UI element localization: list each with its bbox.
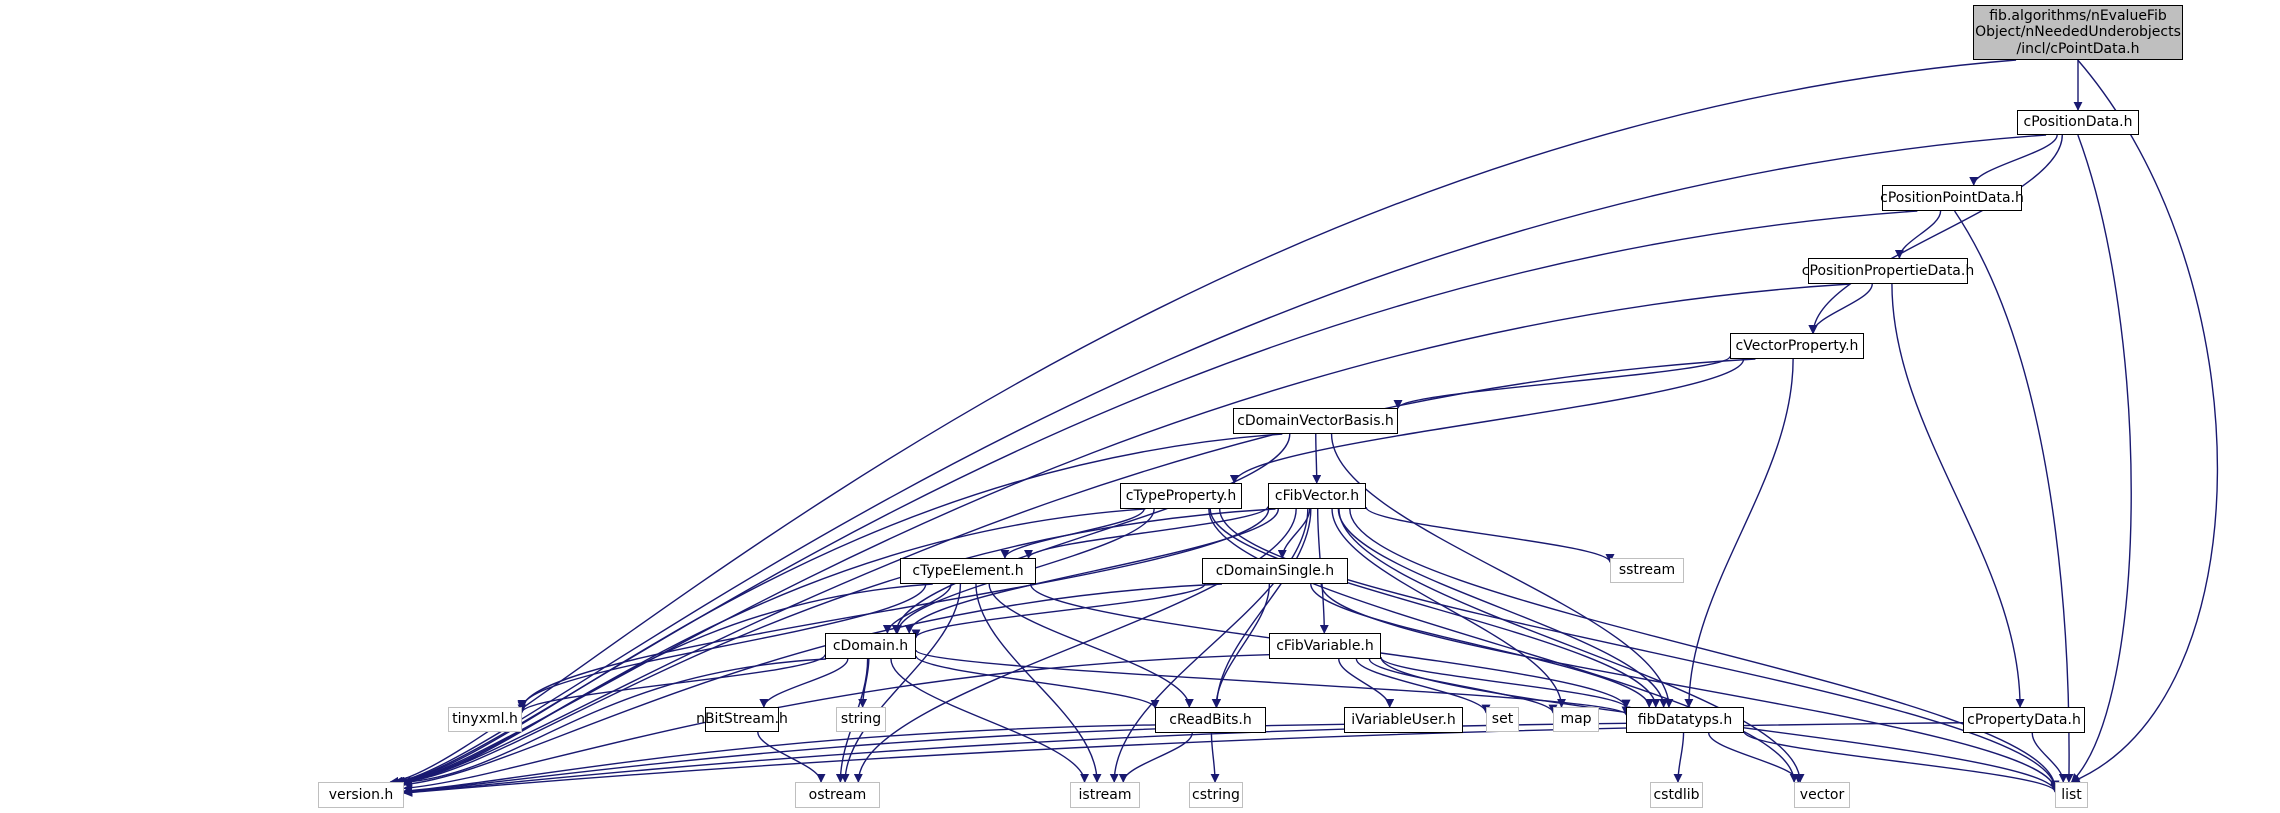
graph-node-creadbits[interactable]: cReadBits.h xyxy=(1155,707,1266,733)
edge-cfibvector-to-map xyxy=(1331,508,1566,708)
graph-node-string: string xyxy=(836,707,886,732)
edge-cfibvariable-to-set xyxy=(1355,658,1491,714)
edge-cfibvector-to-sstream xyxy=(1365,506,1615,564)
graph-node-tinyxml: tinyxml.h xyxy=(448,707,522,732)
edge-cvectorproperty-to-cdomainvectorbasis xyxy=(1393,355,1731,410)
edge-cfibvector-to-list xyxy=(1349,508,2060,790)
graph-node-cvectorproperty[interactable]: cVectorProperty.h xyxy=(1730,333,1864,359)
graph-node-cstdlib: cstdlib xyxy=(1650,782,1703,808)
edge-cpositionpropertiedata-to-cvectorproperty xyxy=(1808,283,1873,334)
graph-node-fibdatatyps[interactable]: fibDatatyps.h xyxy=(1626,707,1744,733)
node-label-line: fib.algorithms/nEvalueFib xyxy=(1989,8,2167,25)
graph-node-cstring: cstring xyxy=(1189,782,1243,808)
graph-node-vector: vector xyxy=(1794,782,1850,808)
edge-cpositionpointdata-to-cpositionpropertiedata xyxy=(1894,210,1942,259)
edge-cpositionpropertiedata-to-version xyxy=(397,283,1851,786)
edge-root-to-version xyxy=(389,59,2017,786)
edge-cpositiondata-to-cpositionpointdata xyxy=(1969,134,2058,186)
graph-node-cfibvector[interactable]: cFibVector.h xyxy=(1268,483,1366,509)
edge-cdomainsingle-to-creadbits xyxy=(1211,583,1271,708)
edge-cfibvector-to-fibdatatyps xyxy=(1337,508,1669,708)
edge-cdomainsingle-to-fibdatatyps xyxy=(1310,583,1654,708)
edge-cpositiondata-to-list xyxy=(2071,134,2132,783)
graph-node-ctypeelement[interactable]: cTypeElement.h xyxy=(900,558,1036,584)
edge-ctypeproperty-to-vector xyxy=(1208,508,1799,783)
edge-cfibvector-to-tinyxml xyxy=(517,508,1270,711)
edge-fibdatatyps-to-cstdlib xyxy=(1673,732,1685,783)
graph-node-cdomainvectorbasis[interactable]: cDomainVectorBasis.h xyxy=(1233,408,1398,434)
edge-creadbits-to-cstring xyxy=(1210,732,1220,783)
graph-node-ostream: ostream xyxy=(795,782,880,808)
edge-cdomainsingle-to-version xyxy=(403,583,1222,789)
graph-node-set: set xyxy=(1486,707,1519,732)
edge-cfibvariable-to-map xyxy=(1368,658,1558,714)
edge-ctypeproperty-to-fibdatatyps xyxy=(1209,508,1661,708)
edge-cdomain-to-nbitstream xyxy=(759,658,849,708)
graph-node-nbitstream[interactable]: nBitStream.h xyxy=(696,707,788,732)
edge-root-to-list xyxy=(2070,59,2219,784)
edge-ctypeelement-to-version xyxy=(395,583,933,786)
edge-cfibvector-to-ostream xyxy=(853,508,1297,783)
graph-node-cdomain[interactable]: cDomain.h xyxy=(825,633,916,659)
graph-node-cpositionpropertiedata[interactable]: cPositionPropertieData.h xyxy=(1802,258,1974,284)
edge-cfibvariable-to-version xyxy=(403,653,1270,793)
node-label-line: Object/nNeededUnderobjects xyxy=(1975,24,2181,41)
edge-cpositiondata-to-version xyxy=(393,134,2047,786)
edge-cpropertydata-to-version xyxy=(403,722,1964,797)
edge-cdomainvectorbasis-to-fibdatatyps xyxy=(1330,433,1674,708)
graph-node-cpositionpointdata[interactable]: cPositionPointData.h xyxy=(1880,185,2024,211)
edge-creadbits-to-istream xyxy=(1118,732,1193,783)
graph-node-istream: istream xyxy=(1070,782,1140,808)
edge-creadbits-to-version xyxy=(403,724,1156,796)
edge-cdomain-to-istream xyxy=(890,658,1090,783)
edge-fibdatatyps-to-version xyxy=(403,722,1627,797)
edge-ctypeelement-to-tinyxml xyxy=(517,583,927,710)
edge-fibdatatyps-to-vector xyxy=(1708,732,1803,783)
edge-cfibvariable-to-fibdatatyps xyxy=(1380,656,1631,709)
edge-cdomain-to-version xyxy=(403,658,827,787)
edge-nbitstream-to-ostream xyxy=(757,731,826,783)
edge-ctypeelement-to-cdomain xyxy=(882,583,952,634)
edge-cdomainsingle-to-list xyxy=(1320,583,2060,792)
edge-cpositionpointdata-to-version xyxy=(394,210,1918,786)
graph-node-version: version.h xyxy=(318,782,404,808)
edge-cdomainvectorbasis-to-cfibvector xyxy=(1312,433,1322,484)
edge-cdomainvectorbasis-to-cdomain xyxy=(891,433,1291,634)
edge-cfibvector-to-vector xyxy=(1338,508,1805,783)
graph-node-cdomainsingle[interactable]: cDomainSingle.h xyxy=(1202,558,1348,584)
node-label-line: /incl/cPointData.h xyxy=(2016,40,2140,57)
edge-cdomainvectorbasis-to-version xyxy=(393,433,1283,786)
edge-cdomain-to-fibdatatyps xyxy=(915,649,1631,716)
edge-cfibvector-to-istream xyxy=(1109,508,1309,783)
graph-node-list: list xyxy=(2055,782,2088,808)
edge-fibdatatyps-to-list xyxy=(1743,731,2060,793)
graph-node-cpropertydata[interactable]: cPropertyData.h xyxy=(1963,707,2085,733)
edge-cpositionpropertiedata-to-cpropertydata xyxy=(1891,283,2025,708)
graph-node-map: map xyxy=(1553,707,1599,732)
edge-ctypeelement-to-ostream xyxy=(840,583,962,783)
edge-cdomainsingle-to-cdomain xyxy=(911,583,1206,639)
edge-cfibvariable-to-ivariableuser xyxy=(1338,658,1395,708)
edge-cpositiondata-to-cvectorproperty xyxy=(1808,134,2063,334)
edge-cpositionpointdata-to-list xyxy=(1954,210,2074,783)
edge-cvectorproperty-to-ctypeproperty xyxy=(1229,358,1745,484)
edge-cpropertydata-to-list xyxy=(2031,732,2068,783)
edge-cvectorproperty-to-version xyxy=(401,358,1756,786)
edge-ivariableuser-to-version xyxy=(403,723,1345,796)
graph-node-sstream: sstream xyxy=(1610,558,1684,583)
edge-cvectorproperty-to-fibdatatyps xyxy=(1684,358,1794,708)
graph-node-ctypeproperty[interactable]: cTypeProperty.h xyxy=(1120,483,1242,509)
edge-cfibvector-to-cdomainsingle xyxy=(1277,508,1311,559)
edge-cdomain-to-creadbits xyxy=(915,655,1160,709)
graph-node-ivariableuser[interactable]: iVariableUser.h xyxy=(1344,707,1463,733)
edge-ctypeelement-to-creadbits xyxy=(988,583,1194,708)
edge-ctypeproperty-to-version xyxy=(395,508,1146,786)
graph-node-cpositiondata[interactable]: cPositionData.h xyxy=(2017,110,2139,135)
edge-cfibvector-to-cdomain xyxy=(904,508,1279,634)
edge-cfibvector-to-ctypeelement xyxy=(1024,506,1269,559)
graph-node-cfibvariable[interactable]: cFibVariable.h xyxy=(1269,633,1381,659)
edge-cfibvector-to-version xyxy=(401,508,1276,786)
